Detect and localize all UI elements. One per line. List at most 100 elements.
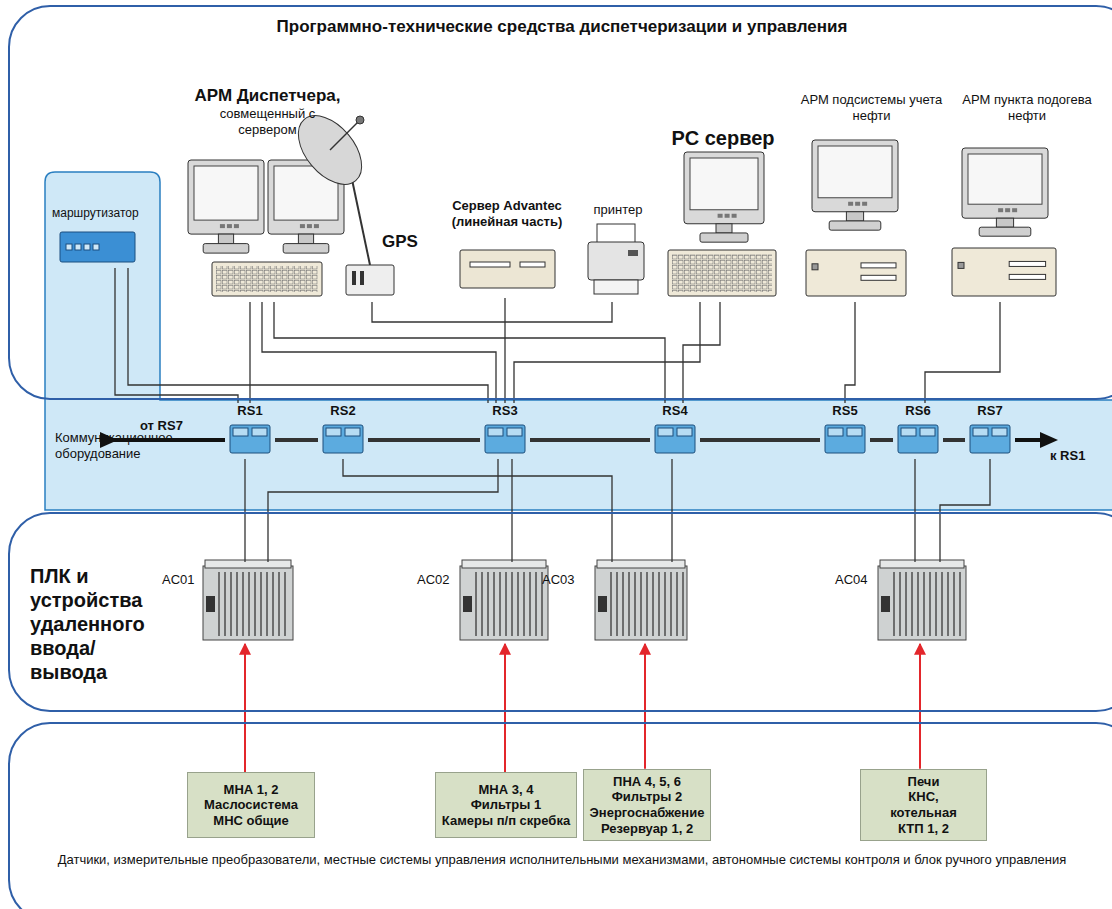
rack-module [622,572,624,636]
node-label: совмещенный с сервером [203,106,333,137]
rack-module [923,572,925,636]
node-label: RS5 [832,403,857,419]
ring-line [530,438,650,442]
node-label: МНА 1, 2 [224,782,279,798]
node-label: Фильтры 1 [471,797,541,813]
rack-module [610,572,612,636]
pc-unit [806,250,906,296]
monitor-screen [818,146,892,198]
ring-line [1015,438,1042,442]
node-label: Сервер Advantec (линейная часть) [432,198,582,229]
rack-module [517,572,519,636]
ring-line [870,438,893,442]
switch-node: RS2 [318,403,368,459]
rack-module [676,572,678,636]
rack-module [278,572,280,636]
rack-module [505,572,507,636]
workstation-node: АРМ Диспетчера,совмещенный с сервером [180,86,355,302]
network-cable [372,302,612,322]
router-body [60,232,135,262]
rack-module [481,572,483,636]
rack-module [535,572,537,636]
node-label: КНС, [908,789,938,805]
dish-head [356,116,364,124]
rack-psu [463,596,472,612]
workstation-node: АРМ подсистемы учета нефти [799,92,944,302]
rack-top [880,560,964,568]
rack-module [953,572,955,636]
node-label: Камеры п/п скребка [442,813,570,829]
node-label: АРМ Диспетчера, [194,86,340,106]
signal-arrow [919,644,921,769]
switch-icon [655,425,695,453]
monitor-stand [846,212,863,221]
rack-module [640,572,642,636]
monitor-icon [188,160,264,253]
node-label: котельная [890,805,956,821]
pc-unit [668,250,776,296]
node-label: КТП 1, 2 [898,821,949,837]
node-label: Печи [908,774,940,790]
rack-module [941,572,943,636]
signal-arrow [244,644,246,772]
rack-module [664,572,666,636]
node-label: Программно-технические средства диспетче… [10,17,1112,37]
signal-arrow [504,644,506,772]
rack-body [203,566,293,640]
router-port [84,244,90,250]
switch-icon [230,425,270,453]
plc-node: AC02 [417,562,552,644]
monitor-bezel [962,148,1048,218]
network-cable [914,459,915,562]
printer-panel [628,250,638,256]
monitor-button [725,214,730,218]
power-button [812,264,818,270]
gps-receiver [346,265,394,295]
pc-case [668,250,776,296]
rack-top [205,560,291,568]
router-node: маршрутизатор [50,206,150,268]
monitor-button [1005,208,1010,212]
rack-module [242,572,244,636]
switch-port [901,428,916,436]
monitor-stand [298,234,313,244]
rack-psu [881,596,890,612]
pc-case [212,262,322,296]
rack-module [511,572,513,636]
drive-slot [861,275,896,280]
monitor-stand [996,218,1013,227]
monitor-button [998,208,1003,212]
monitor-stand [218,234,233,244]
switch-icon [485,425,525,453]
switch-port [252,428,267,436]
switch-icon [825,425,865,453]
network-cable [925,302,1000,403]
monitor-button [234,224,239,228]
drive-slot [470,262,510,267]
monitor-icon [812,140,898,230]
printer-tray [594,280,638,294]
switch-port [507,428,522,436]
rack-module [523,572,525,636]
rack-module [959,572,961,636]
node-label: RS4 [662,403,687,419]
router-port [66,244,72,250]
panel-region: Программно-технические средства диспетче… [8,5,1112,400]
plc-rack [460,560,548,640]
panel-region: Датчики, измерительные преобразователи, … [8,722,1112,909]
printer-node: принтер [587,202,649,302]
rack-module [899,572,901,636]
monitor-screen [968,154,1042,204]
switch-body [898,425,938,453]
gps-node: GPS [342,230,422,302]
rack-module [947,572,949,636]
network-cable [671,459,672,562]
switch-port [233,428,248,436]
monitor-button [220,224,225,228]
monitor-button [862,202,867,206]
keyboard-keys [216,266,318,292]
node-label: RS3 [492,403,517,419]
node-label: AC03 [542,572,575,588]
rack-module [935,572,937,636]
switch-node: RS5 [820,403,870,459]
